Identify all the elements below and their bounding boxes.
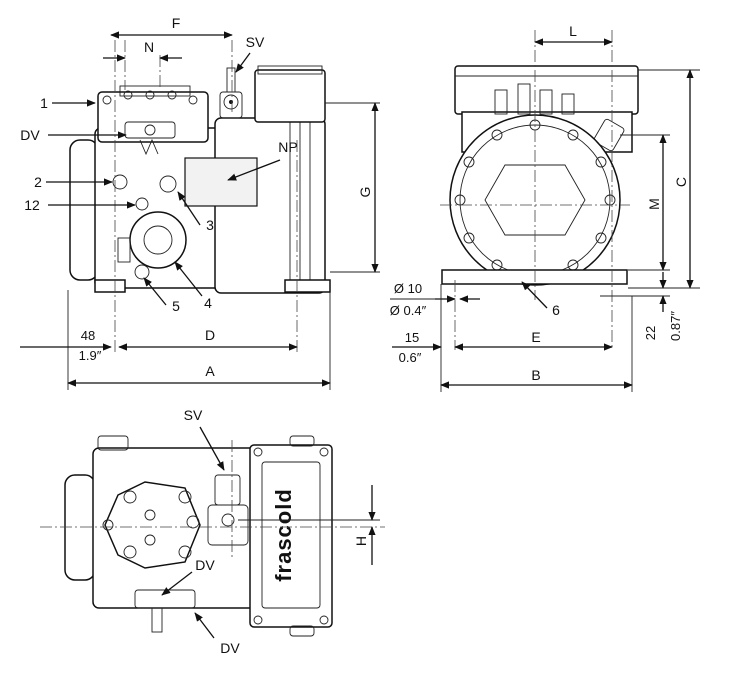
dim-a-label: A [205,363,215,379]
front-oil-heater [117,237,131,263]
callout-6: 6 [552,302,560,318]
dim-22-in: 0.87″ [668,311,683,341]
side-feet [441,269,628,285]
dim-c-label: C [673,177,689,187]
side-view: L C M 22 0.87″ Ø 10 Ø 0.4″ 15 0.6″ E B 6 [390,23,700,392]
front-port-12 [135,197,149,211]
front-suction-valve-stem [226,67,236,93]
front-oil-pump [129,211,187,269]
front-view: F N G 48 1.9″ D A SV NP 1 DV 2 12 3 [20,15,380,390]
dim-m-label: M [646,198,662,210]
dim-h-label: H [353,536,369,546]
front-discharge-spring [139,138,159,156]
dim-hole-mm: Ø 10 [394,281,422,296]
dim-e-label: E [531,329,540,345]
side-top-valves [494,83,575,115]
dim-l-label: L [569,23,577,39]
dim-hole-in: Ø 0.4″ [390,303,427,318]
callout-dv-top-upper: DV [195,557,215,573]
top-view: frascold H SV DV DV [40,407,385,656]
dim-d-label: D [205,327,215,343]
front-terminal-box [254,69,326,123]
top-valve-plate [104,481,201,569]
callout-np: NP [278,139,297,155]
front-head-top [119,85,191,97]
dim-48-mm: 48 [81,328,95,343]
callout-sv-top: SV [184,407,203,423]
front-foot-left [94,279,126,293]
side-flange-bolts [454,119,616,281]
callout-dv-front: DV [20,127,40,143]
dim-b-label: B [531,367,540,383]
callout-2: 2 [34,174,42,190]
front-name-plate [184,157,258,207]
front-end-cover [69,139,99,281]
front-port-2 [112,174,128,190]
callout-5: 5 [172,298,180,314]
front-head-bolts [102,90,198,105]
side-discharge-valve [593,118,625,152]
callout-sv-front: SV [246,34,265,50]
top-end-cover [64,474,96,581]
callout-1: 1 [40,95,48,111]
dim-g-label: G [357,187,373,198]
callout-3: 3 [206,217,214,233]
dim-22-mm: 22 [643,326,658,340]
front-suction-valve [219,91,243,119]
top-valve-plate-bolts [102,490,200,559]
dim-15-in: 0.6″ [399,350,422,365]
front-discharge-valve [124,121,176,139]
front-sight-plug [159,175,177,193]
front-foot-right [284,279,331,293]
dim-15-mm: 15 [405,330,419,345]
callout-12: 12 [24,197,40,213]
callout-4: 4 [204,295,212,311]
side-suction-opening [484,164,586,236]
brand-logo: frascold [271,488,296,582]
front-terminal-cover [257,65,323,75]
dim-f-label: F [172,15,181,31]
callout-dv-top-lower: DV [220,640,240,656]
dim-48-in: 1.9″ [79,348,102,363]
front-oil-drain [134,264,150,280]
dim-n-label: N [144,39,154,55]
